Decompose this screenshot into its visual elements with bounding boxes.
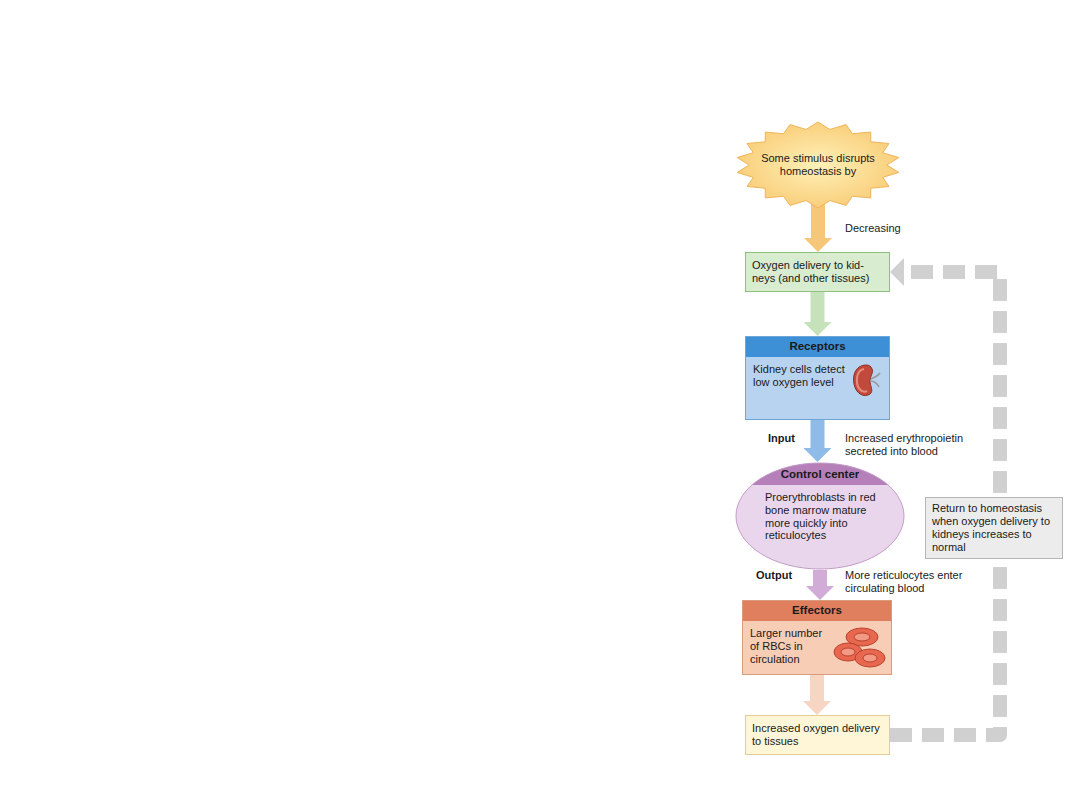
input-label: Input	[768, 432, 795, 445]
result-box: Increased oxygen delivery to tissues	[745, 715, 890, 755]
output-label: Output	[756, 569, 792, 582]
flow-arrow	[811, 292, 825, 322]
stimulus-starburst: Some stimulus disrupts homeostasis by	[735, 121, 901, 209]
node-text: Kidney cells detect low oxygen level	[746, 357, 889, 395]
process-box: Oxygen delivery to kid- neys (and other …	[745, 252, 890, 292]
red-blood-cell-icon	[832, 626, 888, 670]
effector-box: EffectorsLarger number of RBCs in circul…	[742, 600, 892, 675]
node-heading: Control center	[735, 462, 905, 482]
note-box: Return to homeostasis when oxygen delive…	[925, 497, 1063, 559]
node-text: Return to homeostasis when oxygen delive…	[932, 502, 1056, 554]
input-signal-label: Increased erythropoietin secreted into b…	[845, 432, 985, 458]
input-arrow	[811, 420, 825, 448]
receptor-box: ReceptorsKidney cells detect low oxygen …	[745, 336, 890, 420]
starburst-outline	[737, 122, 899, 208]
node-text: Increased oxygen delivery to tissues	[752, 722, 883, 748]
output-signal-label: More reticulocytes enter circulating blo…	[845, 569, 985, 595]
node-text: Proerythroblasts in red bone marrow matu…	[765, 482, 883, 543]
output-arrow	[813, 570, 827, 586]
control-center-ellipse: Control centerProerythroblasts in red bo…	[735, 462, 905, 570]
flow-arrow	[810, 675, 824, 701]
node-text: Some stimulus disrupts homeostasis by	[757, 152, 879, 178]
kidney-icon	[851, 363, 881, 399]
node-text: Larger number of RBCs in circulation	[743, 621, 891, 672]
edge-label: Decreasing	[845, 222, 925, 235]
node-heading: Receptors	[746, 337, 889, 357]
node-heading: Effectors	[743, 601, 891, 621]
node-text: Oxygen delivery to kid- neys (and other …	[752, 259, 883, 285]
